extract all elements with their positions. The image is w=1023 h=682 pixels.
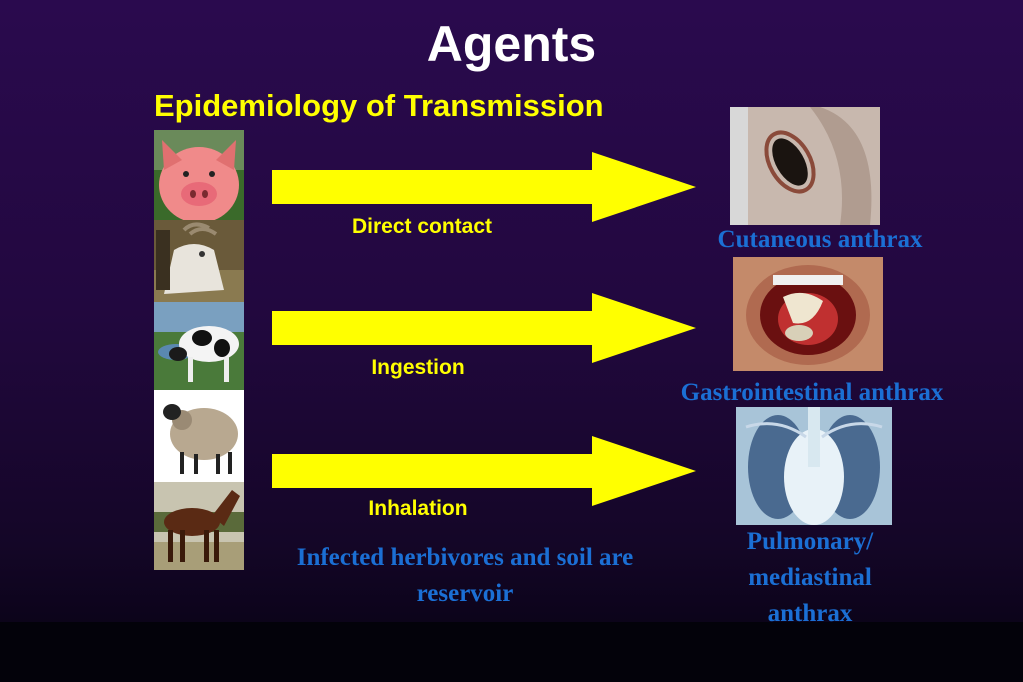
inhalation-arrow [272,436,700,506]
slide-subtitle: Epidemiology of Transmission [154,88,604,123]
outcome-pulmonary-line-2: mediastinal [748,564,872,591]
route-label-inhalation: Inhalation [368,497,468,520]
outcome-pulmonary-line-3: anthrax [767,600,853,627]
goat-photo [154,220,244,302]
outcome-gastrointestinal-anthrax: Gastrointestinal anthrax [680,379,944,406]
pig-photo [154,130,244,220]
horse-photo [154,482,244,570]
direct-contact-arrow [272,152,700,222]
sheep-photo [154,390,244,482]
ingestion-arrow [272,293,700,363]
chest-xray-photo [736,407,892,525]
route-label-ingestion: Ingestion [371,356,465,379]
outcome-cutaneous-anthrax: Cutaneous anthrax [717,226,923,253]
outcome-pulmonary-line-1: Pulmonary/ [746,528,874,555]
reservoir-note: Infected herbivores and soil are reservo… [296,544,634,607]
slide-title: Agents [426,16,597,72]
oral-lesion-photo [733,257,883,371]
cutaneous-lesion-photo [730,107,880,225]
cow-photo [154,302,244,390]
outcome-pulmonary-anthrax: Pulmonary/ mediastinal anthrax [690,524,930,632]
footer-band [0,622,1023,682]
route-label-direct-contact: Direct contact [351,215,493,238]
